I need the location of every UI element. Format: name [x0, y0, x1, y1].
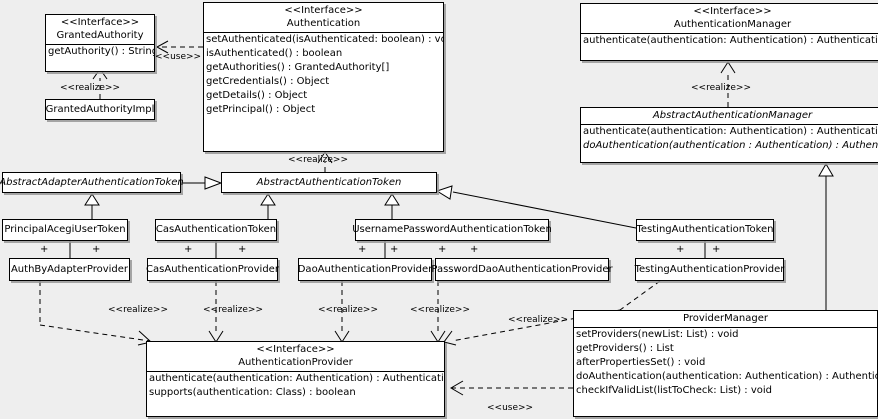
method-item: getPrincipal() : Object — [206, 104, 316, 115]
class-name-label: AuthByAdapterProvider — [10, 263, 129, 275]
stereotype-label: <<Interface>> — [256, 344, 335, 355]
class-name-label: UsernamePasswordAuthenticationToken — [352, 224, 552, 235]
class-name-label: PrincipalAcegiUserToken — [4, 224, 126, 235]
class-abstract-authentication-token[interactable]: AbstractAuthenticationToken — [221, 172, 437, 193]
label-realize-testing-authentication-provider: <<realize>> — [508, 315, 568, 325]
method-compartment: setAuthenticated(isAuthenticated: boolea… — [204, 33, 443, 117]
class-name-label: AuthenticationManager — [673, 19, 792, 30]
class-abstract-authentication-manager[interactable]: AbstractAuthenticationManager authentica… — [580, 107, 878, 163]
label-realize-granted-authority-impl: <<realize>> — [60, 83, 120, 93]
label-use-authentication-granted-authority: <<use>> — [155, 52, 202, 62]
compartment-divider — [147, 371, 444, 372]
class-name-label: AbstractAuthenticationToken — [256, 176, 402, 188]
method-compartment: authenticate(authentication: Authenticat… — [581, 34, 878, 48]
association-marker: + — [438, 244, 447, 255]
method-item: authenticate(authentication: Authenticat… — [583, 126, 878, 137]
class-name-label: DaoAuthenticationProvider — [297, 263, 433, 275]
compartment-divider — [46, 44, 154, 45]
class-granted-authority-impl[interactable]: GrantedAuthorityImpl — [45, 99, 155, 120]
method-item: authenticate(authentication: Authenticat… — [583, 35, 878, 46]
class-name-label: TestingAuthenticationToken — [636, 224, 774, 235]
association-marker: + — [184, 244, 193, 255]
class-dao-authentication-provider[interactable]: DaoAuthenticationProvider — [298, 258, 432, 281]
class-header-authentication-manager: <<Interface>> AuthenticationManager — [581, 4, 878, 33]
class-username-password-authentication-token[interactable]: UsernamePasswordAuthenticationToken — [352, 219, 552, 241]
class-provider-manager[interactable]: ProviderManager setProviders(newList: Li… — [573, 310, 878, 417]
class-authentication-provider[interactable]: <<Interface>> AuthenticationProvider aut… — [146, 341, 445, 417]
association-marker: + — [676, 244, 685, 255]
class-header-authentication-provider: <<Interface>> AuthenticationProvider — [147, 342, 444, 371]
class-principal-acegi-user-token[interactable]: PrincipalAcegiUserToken — [2, 219, 128, 241]
label-realize-abstract-authentication-token: <<realize>> — [288, 155, 348, 165]
class-name-label: AuthenticationProvider — [238, 357, 353, 368]
method-item: doAuthentication(authentication: Authent… — [576, 371, 877, 382]
method-item: supports(authentication: Class) : boolea… — [149, 387, 356, 398]
class-name-label: ProviderManager — [682, 313, 768, 324]
method-compartment: authenticate(authentication: Authenticat… — [147, 372, 444, 400]
class-name-label: AbstractAuthenticationManager — [652, 110, 813, 121]
class-testing-authentication-token[interactable]: TestingAuthenticationToken — [636, 219, 774, 241]
method-compartment: authenticate(authentication: Authenticat… — [581, 125, 878, 153]
class-name-label: GrantedAuthority — [56, 30, 144, 41]
class-header-abstract-authentication-manager: AbstractAuthenticationManager — [581, 108, 878, 124]
method-item: isAuthenticated() : boolean — [206, 48, 343, 59]
class-name-label: AbstractAdapterAuthenticationToken — [0, 176, 184, 188]
method-item: getCredentials() : Object — [206, 76, 330, 87]
method-item: afterPropertiesSet() : void — [576, 357, 706, 368]
method-item: authenticate(authentication: Authenticat… — [149, 373, 444, 384]
class-password-dao-authentication-provider[interactable]: PasswordDaoAuthenticationProvider — [431, 258, 613, 281]
method-item: checkIfValidList(listToCheck: List) : vo… — [576, 385, 773, 396]
association-marker: + — [358, 244, 367, 255]
method-item: getDetails() : Object — [206, 90, 308, 101]
class-cas-authentication-provider[interactable]: CasAuthenticationProvider — [146, 258, 279, 281]
label-realize-auth-by-adapter-provider: <<realize>> — [108, 305, 168, 315]
compartment-divider — [581, 33, 878, 34]
class-name-label: PasswordDaoAuthenticationProvider — [431, 263, 613, 275]
method-item: doAuthentication(authentication : Authen… — [583, 140, 878, 151]
stereotype-label: <<Interface>> — [60, 17, 140, 28]
class-auth-by-adapter-provider[interactable]: AuthByAdapterProvider — [9, 258, 130, 281]
association-marker: + — [470, 244, 479, 255]
association-marker: + — [712, 244, 721, 255]
class-name-label: CasAuthenticationToken — [155, 224, 277, 235]
method-compartment: setProviders(newList: List) : void getPr… — [574, 328, 877, 398]
stereotype-label: <<Interface>> — [284, 5, 363, 16]
stereotype-label: <<Interface>> — [693, 6, 772, 17]
label-realize-cas-authentication-provider: <<realize>> — [203, 305, 263, 315]
association-marker: + — [40, 244, 49, 255]
class-authentication-manager[interactable]: <<Interface>> AuthenticationManager auth… — [580, 3, 878, 61]
association-marker: + — [238, 244, 247, 255]
method-compartment: getAuthority() : String — [46, 45, 154, 59]
class-cas-authentication-token[interactable]: CasAuthenticationToken — [155, 219, 277, 241]
compartment-divider — [581, 124, 878, 125]
label-use-provider-manager: <<use>> — [487, 403, 534, 413]
association-marker: + — [390, 244, 399, 255]
method-item: getProviders() : List — [576, 343, 674, 354]
class-header-provider-manager: ProviderManager — [574, 311, 877, 327]
class-name-label: GrantedAuthorityImpl — [45, 103, 155, 115]
label-realize-dao-authentication-provider: <<realize>> — [318, 305, 378, 315]
method-item: setAuthenticated(isAuthenticated: boolea… — [206, 34, 443, 45]
class-name-label: TestingAuthenticationProvider — [634, 263, 785, 275]
association-marker: + — [92, 244, 101, 255]
compartment-divider — [204, 32, 443, 33]
class-testing-authentication-provider[interactable]: TestingAuthenticationProvider — [635, 258, 784, 281]
class-name-label: Authentication — [286, 18, 361, 29]
label-realize-abstract-authentication-manager: <<realize>> — [691, 83, 751, 93]
method-item: setProviders(newList: List) : void — [576, 329, 739, 340]
method-item: getAuthorities() : GrantedAuthority[] — [206, 62, 390, 73]
label-realize-password-dao-authentication-provider: <<realize>> — [410, 305, 470, 315]
class-abstract-adapter-authentication-token[interactable]: AbstractAdapterAuthenticationToken — [0, 172, 184, 193]
class-header-granted-authority: <<Interface>> GrantedAuthority — [46, 15, 154, 44]
compartment-divider — [574, 327, 877, 328]
class-granted-authority[interactable]: <<Interface>> GrantedAuthority getAuthor… — [45, 14, 155, 72]
class-authentication[interactable]: <<Interface>> Authentication setAuthenti… — [203, 2, 444, 152]
method-item: getAuthority() : String — [48, 46, 154, 57]
class-name-label: CasAuthenticationProvider — [146, 263, 279, 275]
class-header-authentication: <<Interface>> Authentication — [204, 3, 443, 32]
